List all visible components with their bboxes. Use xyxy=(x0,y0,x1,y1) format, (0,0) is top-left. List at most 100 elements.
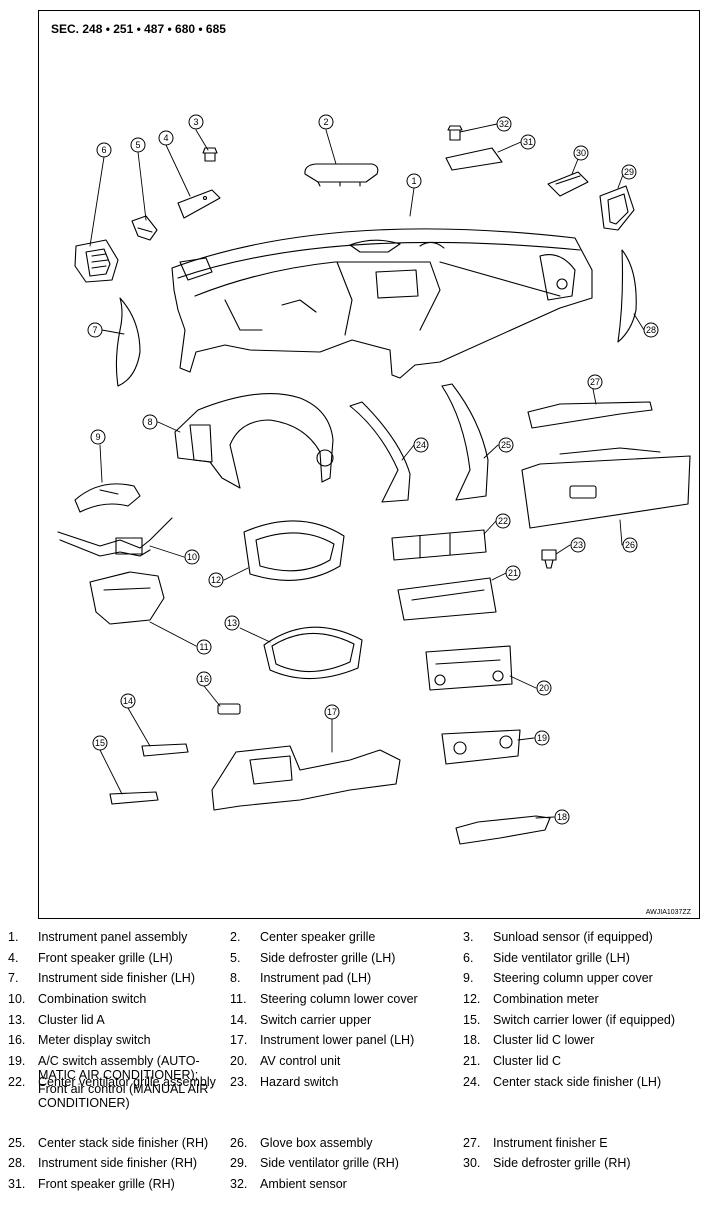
legend-item-number: 27. xyxy=(463,1136,481,1150)
figure-code: AWJIA1037ZZ xyxy=(645,909,691,916)
callout-number: 14 xyxy=(123,696,133,706)
callout-number: 17 xyxy=(327,707,337,717)
part-center-ventilator-grille xyxy=(391,529,487,561)
callout-number: 5 xyxy=(135,140,140,150)
legend-item-number: 17. xyxy=(230,1033,248,1047)
legend-item-label: Front speaker grille (RH) xyxy=(38,1177,175,1191)
callout-circle xyxy=(587,374,603,390)
part-front-speaker-grille-rh xyxy=(445,147,503,171)
part-combination-meter xyxy=(243,520,345,581)
part-meter-display-switch xyxy=(217,703,241,715)
callout-circle xyxy=(188,114,204,130)
legend-item-label: Sunload sensor (if equipped) xyxy=(493,930,653,944)
legend-item-number: 15. xyxy=(463,1013,481,1027)
callout-circle xyxy=(570,537,586,553)
callout-number: 31 xyxy=(523,137,533,147)
legend-item-number: 16. xyxy=(8,1033,26,1047)
exploded-parts-diagram: 1234567891011121314151617181920212223242… xyxy=(57,114,691,845)
callout-circle xyxy=(495,513,511,529)
part-center-stack-side-finisher-rh xyxy=(441,383,489,501)
callout-number: 3 xyxy=(193,117,198,127)
callout-number: 6 xyxy=(101,145,106,155)
callout-circle xyxy=(120,693,136,709)
callout-circle xyxy=(87,322,103,338)
part-side-ventilator-grille-lh xyxy=(74,239,119,283)
legend-item-label: Combination switch xyxy=(38,992,147,1006)
legend-item-label: Instrument side finisher (RH) xyxy=(38,1156,198,1170)
legend-item-number: 10. xyxy=(8,992,26,1006)
section-header: SEC. 248 • 251 • 487 • 680 • 685 xyxy=(51,22,226,36)
part-center-speaker-grille xyxy=(304,163,379,187)
callout-circle xyxy=(318,114,334,130)
part-center-stack-side-finisher-lh xyxy=(349,401,411,503)
callout-circle xyxy=(573,145,589,161)
part-ac-switch-assembly xyxy=(441,729,521,765)
callout-number: 19 xyxy=(537,733,547,743)
legend-item-label: Hazard switch xyxy=(260,1075,339,1089)
callout-circle xyxy=(536,680,552,696)
legend-item-number: 32. xyxy=(230,1177,248,1191)
callout-number: 25 xyxy=(501,440,511,450)
callout-circle xyxy=(622,537,638,553)
legend-item-number: 18. xyxy=(463,1033,481,1047)
legend-item-number: 7. xyxy=(8,971,19,985)
diagram-frame: SEC. 248 • 251 • 487 • 680 • 685 AWJIA10… xyxy=(38,10,700,919)
part-side-defroster-grille-rh xyxy=(547,171,589,197)
legend-item-label: Instrument pad (LH) xyxy=(260,971,372,985)
legend-item-label: Glove box assembly xyxy=(260,1136,373,1150)
callout-number: 26 xyxy=(625,540,635,550)
callout-number: 18 xyxy=(557,812,567,822)
callout-circle xyxy=(184,549,200,565)
callout-number: 4 xyxy=(163,133,168,143)
callout-number: 2 xyxy=(323,117,328,127)
callout-circle xyxy=(196,639,212,655)
part-instrument-panel xyxy=(171,228,593,379)
part-instrument-side-finisher-rh xyxy=(617,249,637,343)
legend-item-number: 19. xyxy=(8,1054,26,1068)
callout-circle xyxy=(554,809,570,825)
callout-circle xyxy=(621,164,637,180)
part-cluster-lid-a xyxy=(263,626,363,680)
legend-item-label: Center stack side finisher (RH) xyxy=(38,1136,209,1150)
legend-item-label: Meter display switch xyxy=(38,1033,151,1047)
legend-item-number: 29. xyxy=(230,1156,248,1170)
callout-number: 24 xyxy=(416,440,426,450)
legend-item-number: 3. xyxy=(463,930,474,944)
legend-item-label: Center ventilator grille assembly xyxy=(38,1075,216,1089)
callout-circle xyxy=(505,565,521,581)
legend-item-number: 28. xyxy=(8,1156,26,1170)
callout-number: 22 xyxy=(498,516,508,526)
callout-circle xyxy=(534,730,550,746)
legend-item-label: Instrument finisher E xyxy=(493,1136,608,1150)
part-combination-switch xyxy=(57,517,173,557)
legend-item-number: 25. xyxy=(8,1136,26,1150)
legend-item-label: Front speaker grille (LH) xyxy=(38,951,173,965)
callout-number: 27 xyxy=(590,377,600,387)
callout-number: 15 xyxy=(95,738,105,748)
callout-circle xyxy=(224,615,240,631)
part-front-speaker-grille-lh xyxy=(177,189,221,219)
part-instrument-side-finisher-lh xyxy=(115,297,141,387)
part-steering-column-upper-cover xyxy=(74,483,141,513)
legend-item-number: 31. xyxy=(8,1177,26,1191)
callout-number: 28 xyxy=(646,325,656,335)
callout-number: 16 xyxy=(199,674,209,684)
callout-circle xyxy=(92,735,108,751)
legend-item-label: Center speaker grille xyxy=(260,930,376,944)
legend-item-number: 5. xyxy=(230,951,241,965)
legend-item-number: 9. xyxy=(463,971,474,985)
legend-item-number: 4. xyxy=(8,951,19,965)
callout-circle xyxy=(413,437,429,453)
callout-circle xyxy=(406,173,422,189)
part-switch-carrier-upper xyxy=(141,743,189,757)
legend-item-label: Steering column lower cover xyxy=(260,992,418,1006)
part-hazard-switch xyxy=(541,549,557,569)
legend-item-label: Center stack side finisher (LH) xyxy=(493,1075,662,1089)
legend-item-number: 24. xyxy=(463,1075,481,1089)
part-av-control-unit xyxy=(425,645,513,691)
part-ambient-sensor xyxy=(447,125,463,141)
legend-item-label: Switch carrier upper xyxy=(260,1013,372,1027)
legend-item-label: Instrument side finisher (LH) xyxy=(38,971,196,985)
legend-item-number: 14. xyxy=(230,1013,248,1027)
legend-item-number: 23. xyxy=(230,1075,248,1089)
